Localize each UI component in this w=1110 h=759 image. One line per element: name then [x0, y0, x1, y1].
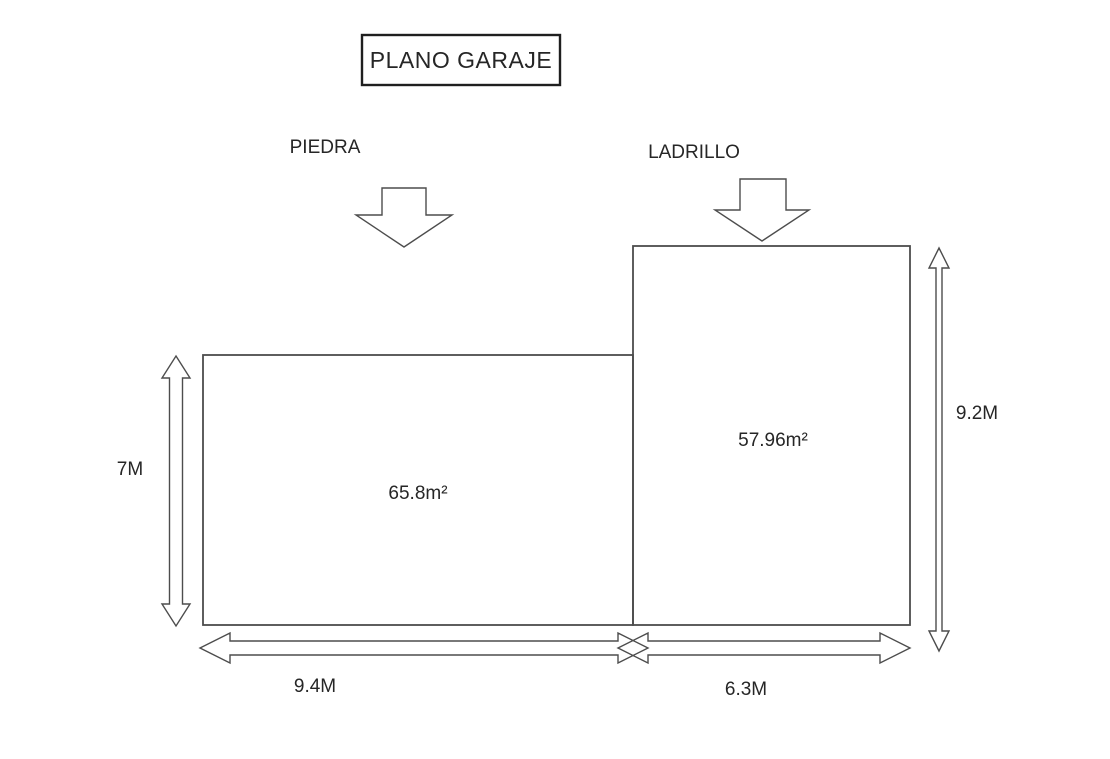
title-box-border — [360, 33, 562, 87]
piedra-down-arrow-icon — [353, 187, 455, 248]
title-box: PLANO GARAJE — [360, 33, 562, 87]
ladrillo-height-dimension-arrow — [927, 246, 951, 653]
ladrillo-room-rect — [632, 245, 911, 626]
piedra-height-dimension-arrow — [160, 354, 192, 628]
piedra-label: PIEDRA — [290, 137, 361, 158]
page-title: PLANO GARAJE — [370, 47, 552, 73]
ladrillo-down-arrow-icon — [712, 178, 812, 242]
piedra-area-label: 65.8m² — [388, 483, 447, 504]
piedra-height-label: 7M — [117, 459, 143, 480]
piedra-width-label: 9.4M — [294, 676, 336, 697]
ladrillo-width-dimension-arrow — [616, 631, 912, 665]
ladrillo-width-label: 6.3M — [725, 679, 767, 700]
ladrillo-height-label: 9.2M — [956, 403, 998, 424]
piedra-width-dimension-arrow — [198, 631, 650, 665]
ladrillo-label: LADRILLO — [648, 142, 740, 163]
ladrillo-area-label: 57.96m² — [738, 430, 808, 451]
